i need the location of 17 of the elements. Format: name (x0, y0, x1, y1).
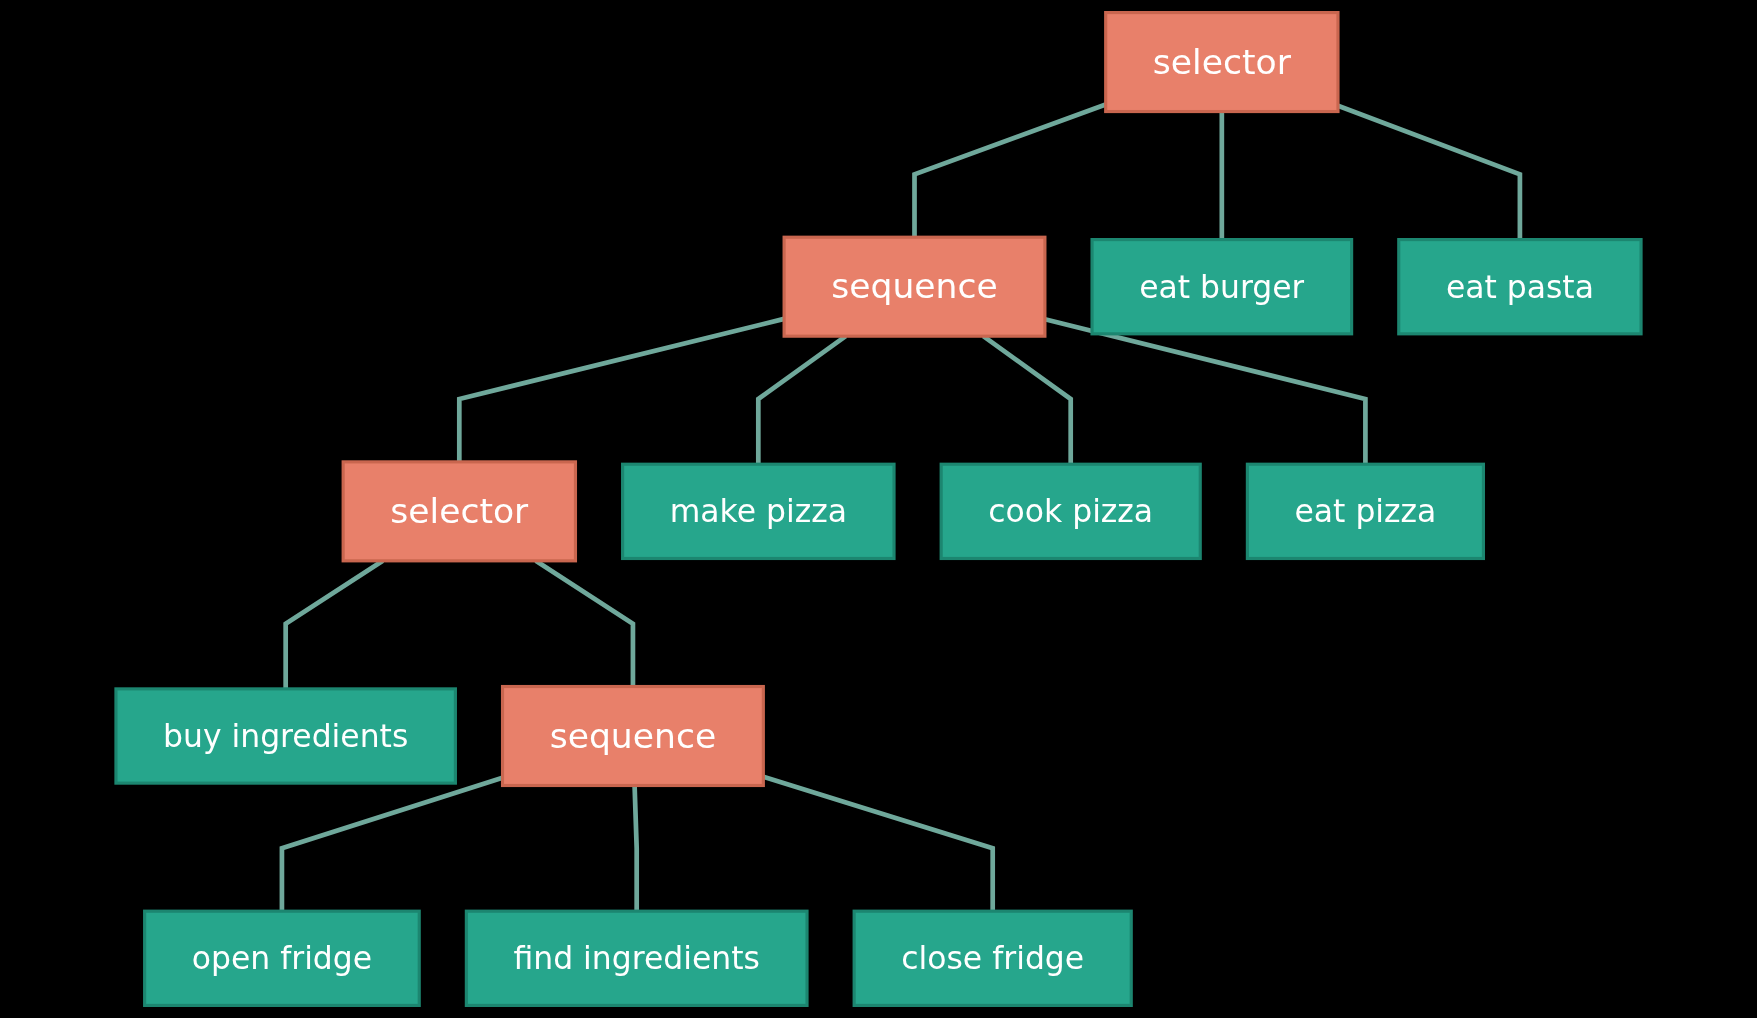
connector (1337, 103, 1523, 240)
node-box: close fridge (852, 909, 1133, 1007)
node-box: eat burger (1090, 238, 1354, 336)
connector (632, 785, 640, 912)
node-box: cook pizza (939, 462, 1202, 561)
connector (1219, 111, 1225, 240)
node-box: open fridge (143, 909, 421, 1007)
node-box: selector (1104, 11, 1340, 114)
node-box: eat pasta (1397, 238, 1643, 336)
node-box: selector (341, 460, 578, 563)
connector (912, 102, 1107, 238)
node-box: sequence (500, 684, 765, 788)
node-box: find ingredients (464, 909, 809, 1007)
node-box: buy ingredients (114, 687, 457, 785)
node-box: make pizza (621, 462, 896, 561)
node-box: eat pizza (1245, 462, 1485, 561)
node-box: sequence (782, 235, 1047, 338)
